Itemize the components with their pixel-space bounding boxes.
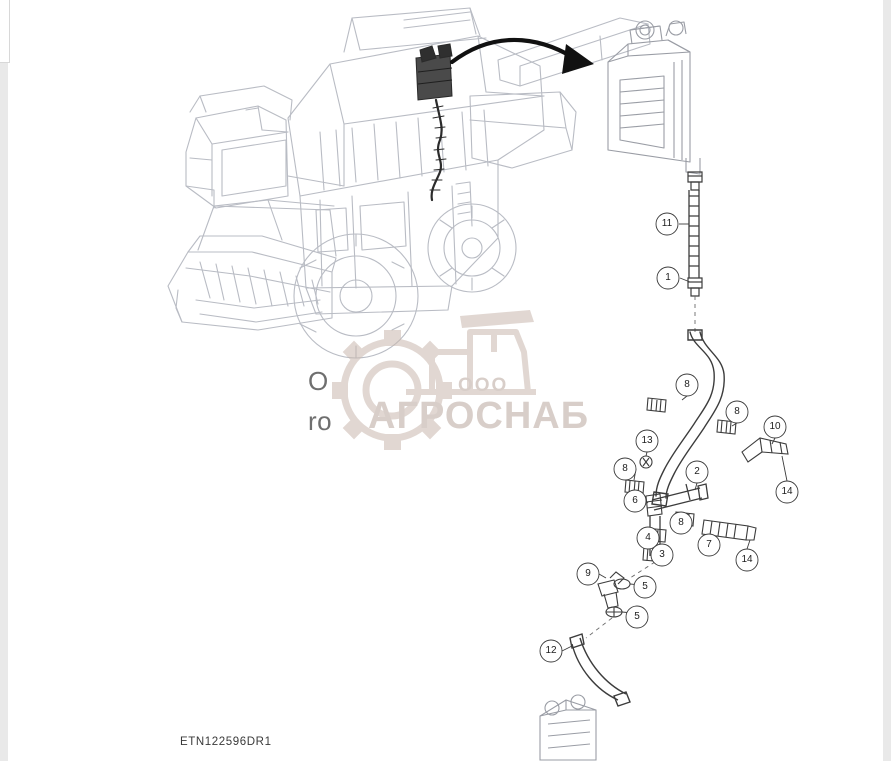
page-edge-bar-left <box>0 0 10 761</box>
svg-text:ООО: ООО <box>458 375 508 396</box>
svg-text:АГРОСНАБ: АГРОСНАБ <box>368 395 589 437</box>
main-hose <box>651 329 725 507</box>
manifold-block-on-machine <box>415 43 453 101</box>
part-5-washers <box>605 578 631 618</box>
part-11-vertical-tube <box>688 190 700 278</box>
fitting-1-lower <box>687 277 703 297</box>
page-edge-notch <box>0 0 10 63</box>
part-12-hose <box>569 633 631 707</box>
bottom-manifold <box>539 694 597 761</box>
part-9-tee <box>597 571 625 609</box>
part-13-fitting <box>639 455 653 469</box>
part-10-adapter <box>741 437 789 463</box>
reservoir-tank <box>607 20 701 175</box>
part-6-sleeve <box>645 493 663 517</box>
figure-code: ETN122596DR1 <box>180 736 272 748</box>
fitting-1-upper <box>687 171 703 191</box>
watermark-text-line2: rо <box>308 406 333 436</box>
fitting-8-b <box>716 419 737 435</box>
page-edge-bar-right <box>883 0 891 761</box>
flow-arrow <box>449 37 594 74</box>
watermark-text-line1: О <box>308 366 329 396</box>
fitting-8-a <box>646 397 667 413</box>
